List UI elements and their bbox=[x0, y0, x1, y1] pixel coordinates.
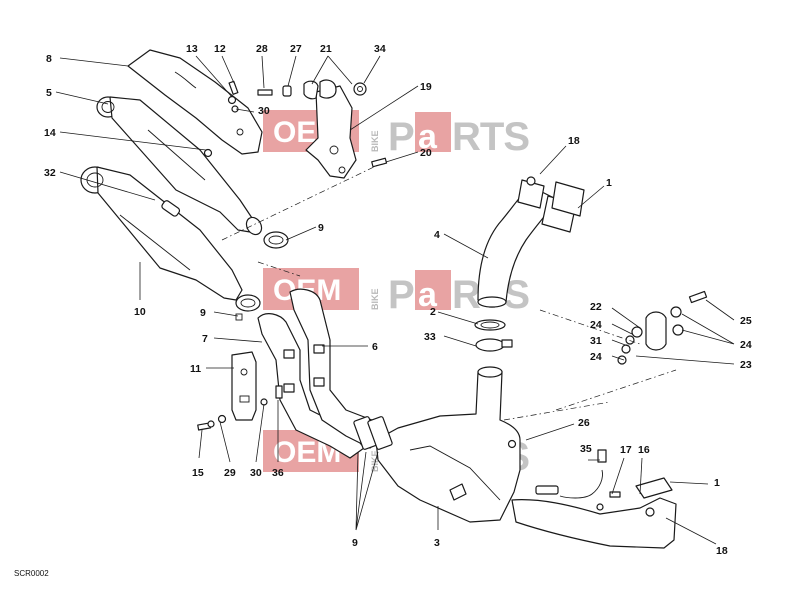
callout-18-bottom: 18 bbox=[716, 545, 728, 557]
lower-silencer-part bbox=[80, 166, 243, 301]
callout-9-upper: 9 bbox=[318, 222, 324, 234]
callout-2: 2 bbox=[430, 306, 436, 318]
callout-27: 27 bbox=[290, 43, 302, 55]
header-pipes-part bbox=[257, 288, 381, 459]
callout-1-bottom: 1 bbox=[714, 477, 720, 489]
callout-24-a: 24 bbox=[590, 319, 602, 331]
upper-silencer-part bbox=[96, 96, 263, 236]
callout-12: 12 bbox=[214, 43, 226, 55]
callout-24-b: 24 bbox=[590, 351, 602, 363]
hardware-left bbox=[197, 398, 268, 431]
callout-21: 21 bbox=[320, 43, 332, 55]
callout-15: 15 bbox=[192, 467, 204, 479]
callout-6: 6 bbox=[372, 341, 378, 353]
callout-17: 17 bbox=[620, 444, 632, 456]
callout-31: 31 bbox=[590, 335, 602, 347]
callout-9-lower: 9 bbox=[200, 307, 206, 319]
callout-30-bottom: 30 bbox=[250, 467, 262, 479]
watermark-a-box bbox=[415, 112, 451, 152]
callout-13: 13 bbox=[186, 43, 198, 55]
callout-34: 34 bbox=[374, 43, 386, 55]
callout-33: 33 bbox=[424, 331, 436, 343]
heat-shield-part bbox=[127, 49, 263, 155]
callout-20: 20 bbox=[420, 147, 432, 159]
watermark-a-text: a bbox=[418, 118, 438, 156]
clamp-lower-part bbox=[235, 294, 261, 321]
watermark-a-text: a bbox=[418, 276, 438, 314]
callout-10: 10 bbox=[134, 306, 146, 318]
callout-4: 4 bbox=[434, 229, 440, 241]
callout-36: 36 bbox=[272, 467, 284, 479]
callout-32: 32 bbox=[44, 167, 56, 179]
watermark-a-box bbox=[415, 270, 451, 310]
callout-22: 22 bbox=[590, 301, 602, 313]
oxygen-sensor-part bbox=[535, 449, 607, 499]
watermark-bike-text: BIKE bbox=[370, 288, 380, 310]
callout-30-top: 30 bbox=[258, 105, 270, 117]
callout-14: 14 bbox=[44, 127, 56, 139]
clamp-assembly-part bbox=[617, 290, 708, 365]
collector-body-part bbox=[353, 366, 521, 523]
callout-1-top: 1 bbox=[606, 177, 612, 189]
callout-labels: 8 5 14 32 10 13 12 28 27 21 34 30 19 20 … bbox=[44, 43, 752, 557]
callout-5: 5 bbox=[46, 87, 52, 99]
clamp-upper-part bbox=[263, 231, 289, 249]
callout-24-c: 24 bbox=[740, 339, 752, 351]
hardware-right bbox=[596, 491, 621, 511]
pipe-clamp-part bbox=[475, 338, 513, 352]
watermark-p-text: P bbox=[388, 273, 414, 317]
callout-7: 7 bbox=[202, 333, 208, 345]
callout-3: 3 bbox=[434, 537, 440, 549]
callout-8: 8 bbox=[46, 53, 52, 65]
callout-23: 23 bbox=[740, 359, 752, 371]
small-heat-shield-part bbox=[231, 351, 283, 421]
bracket-part bbox=[303, 79, 357, 179]
callout-19: 19 bbox=[420, 81, 432, 93]
gasket-part bbox=[474, 319, 506, 331]
diagram-code: SCR0002 bbox=[14, 569, 49, 578]
callout-26: 26 bbox=[578, 417, 590, 429]
callout-11: 11 bbox=[190, 363, 201, 375]
leader-lines bbox=[55, 55, 735, 545]
callout-29: 29 bbox=[224, 467, 236, 479]
callout-25: 25 bbox=[740, 315, 752, 327]
callout-18-top: 18 bbox=[568, 135, 580, 147]
callout-9-bottom: 9 bbox=[352, 537, 358, 549]
outlet-pipe-part bbox=[511, 477, 677, 549]
watermark-rts-text: RTS bbox=[452, 115, 529, 159]
hardware-top bbox=[203, 80, 388, 168]
watermark-top: OEM BIKE P a RTS bbox=[263, 110, 530, 159]
flange-gasket-part bbox=[551, 181, 585, 217]
callout-35: 35 bbox=[580, 443, 592, 455]
watermark-p-text: P bbox=[388, 115, 414, 159]
watermark-bike-text: BIKE bbox=[370, 130, 380, 152]
callout-28: 28 bbox=[256, 43, 268, 55]
callout-16: 16 bbox=[638, 444, 650, 456]
